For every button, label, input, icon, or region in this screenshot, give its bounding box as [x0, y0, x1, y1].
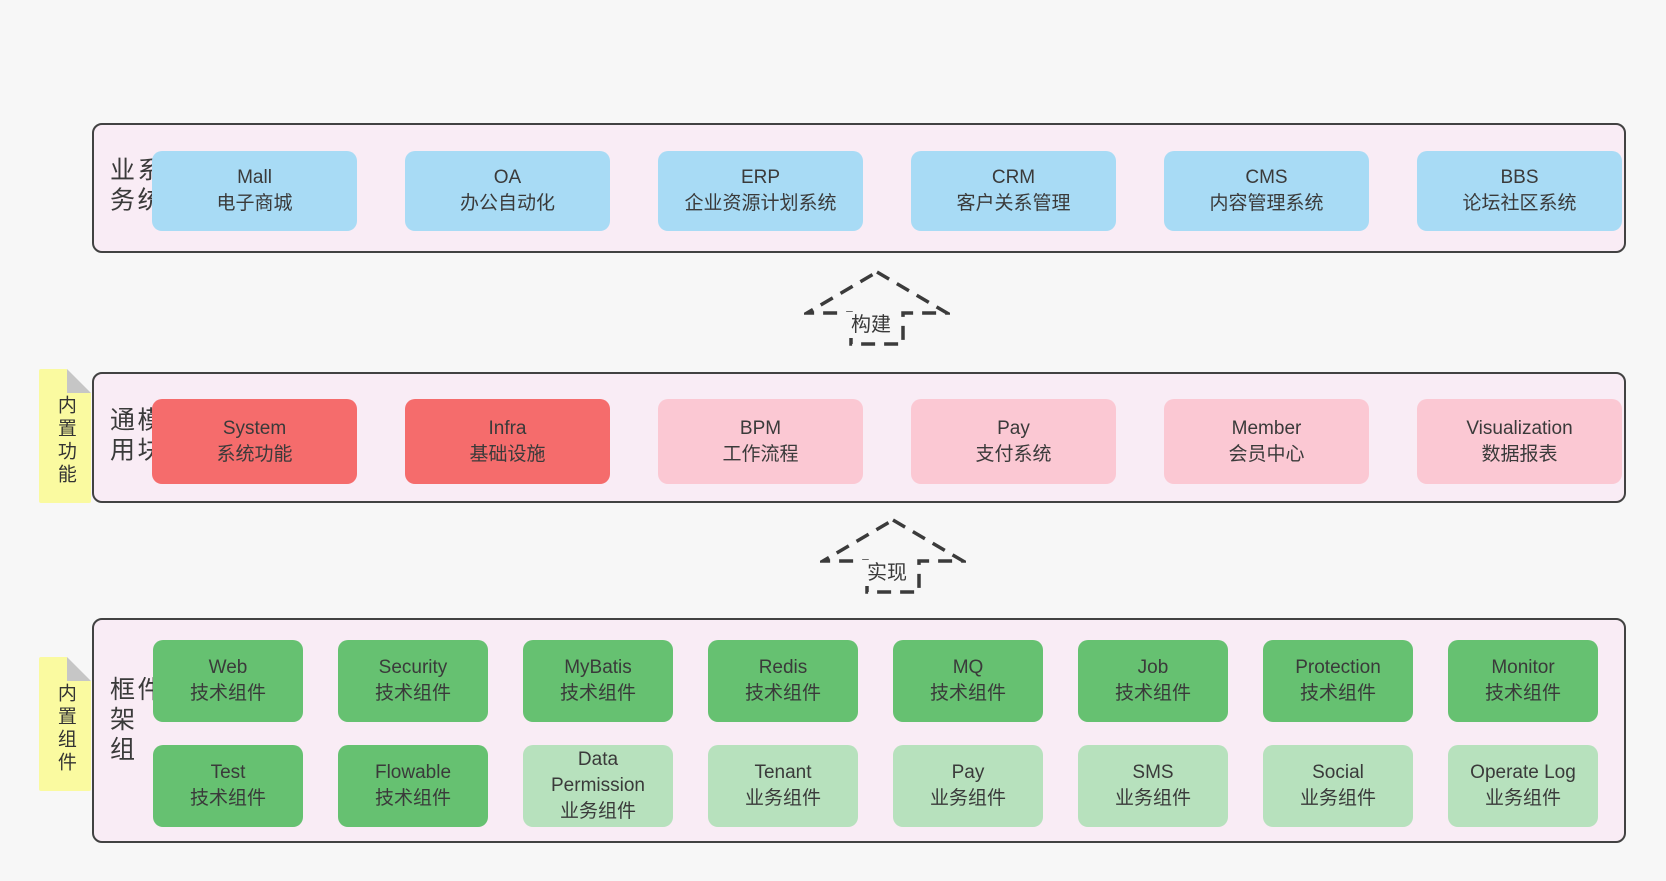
business-systems-row: Mall 电子商城 OA 办公自动化 ERP 企业资源计划系统 CRM 客户关系管理 CMS 内容… — [152, 151, 1622, 231]
module-desc: 论坛社区系统 — [1462, 193, 1577, 214]
module-box-bpm: BPM 工作流程 — [658, 399, 863, 484]
module-box-tenant: Tenant 业务组件 — [708, 745, 858, 827]
module-desc: 工作流程 — [722, 443, 799, 465]
module-name: Member — [1231, 417, 1302, 439]
module-box-crm: CRM 客户关系管理 — [911, 151, 1116, 231]
module-box-visualization: Visualization 数据报表 — [1417, 399, 1622, 484]
sticky-note-builtin-features-label: 内置功能 — [54, 395, 76, 487]
module-desc: 业务组件 — [1299, 788, 1376, 809]
module-desc: 数据报表 — [1481, 443, 1558, 465]
module-name: Operate Log — [1470, 762, 1576, 783]
module-box-cms: CMS 内容管理系统 — [1164, 151, 1369, 231]
module-name: Web — [208, 657, 248, 678]
module-name: MyBatis — [564, 657, 632, 678]
module-desc: 技术组件 — [559, 683, 636, 704]
module-name: Pay — [951, 762, 985, 783]
module-name: Job — [1137, 657, 1169, 678]
implement-arrow — [816, 517, 970, 600]
module-name: Protection — [1295, 657, 1381, 678]
module-name: Monitor — [1491, 657, 1555, 678]
module-name: BBS — [1500, 167, 1539, 188]
module-desc: 技术组件 — [189, 788, 266, 809]
module-desc: 办公自动化 — [459, 193, 555, 214]
module-box-mall: Mall 电子商城 — [152, 151, 357, 231]
module-desc: 系统功能 — [216, 443, 293, 465]
module-name: Visualization — [1466, 417, 1573, 439]
build-arrow-label: 构建 — [845, 312, 897, 338]
module-name: Mall — [237, 167, 272, 188]
module-name: Flowable — [374, 762, 452, 783]
module-box-operate-log: Operate Log 业务组件 — [1448, 745, 1598, 827]
module-name: Infra — [488, 417, 527, 439]
module-box-protection: Protection 技术组件 — [1263, 640, 1413, 722]
module-box-system: System 系统功能 — [152, 399, 357, 484]
module-desc: 技术组件 — [929, 683, 1006, 704]
implement-arrow-label: 实现 — [861, 560, 913, 586]
module-desc: 技术组件 — [374, 683, 451, 704]
module-name: Test — [210, 762, 246, 783]
module-name: OA — [493, 167, 522, 188]
module-desc: 技术组件 — [1484, 683, 1561, 704]
module-box-security: Security 技术组件 — [338, 640, 488, 722]
module-box-pay: Pay 支付系统 — [911, 399, 1116, 484]
module-box-mybatis: MyBatis 技术组件 — [523, 640, 673, 722]
sticky-note-builtin-components-label: 内置组件 — [54, 683, 76, 775]
module-desc: 技术组件 — [189, 683, 266, 704]
module-name: ERP — [740, 167, 781, 188]
module-desc: 业务组件 — [1114, 788, 1191, 809]
module-name: MQ — [952, 657, 984, 678]
module-desc: 会员中心 — [1228, 443, 1305, 465]
module-desc: 业务组件 — [559, 801, 636, 822]
module-box-redis: Redis 技术组件 — [708, 640, 858, 722]
module-name: Tenant — [754, 762, 812, 783]
module-name: System — [222, 417, 287, 439]
common-modules-row: System 系统功能 Infra 基础设施 BPM 工作流程 Pay 支付系统 Member 会… — [152, 399, 1622, 484]
module-desc: 电子商城 — [216, 193, 293, 214]
module-box-data-permission: Data Permission 业务组件 — [523, 745, 673, 827]
module-name: CRM — [991, 167, 1036, 188]
module-name: Social — [1312, 762, 1364, 783]
module-box-test: Test 技术组件 — [153, 745, 303, 827]
module-box-member: Member 会员中心 — [1164, 399, 1369, 484]
module-box-oa: OA 办公自动化 — [405, 151, 610, 231]
module-desc: 支付系统 — [975, 443, 1052, 465]
sticky-note-builtin-features: 内置功能 — [39, 369, 91, 503]
module-box-pay: Pay 业务组件 — [893, 745, 1043, 827]
build-arrow — [800, 269, 954, 352]
module-name: Data Permission — [551, 749, 645, 796]
module-name: SMS — [1132, 762, 1174, 783]
module-box-monitor: Monitor 技术组件 — [1448, 640, 1598, 722]
module-desc: 技术组件 — [1114, 683, 1191, 704]
module-desc: 技术组件 — [374, 788, 451, 809]
module-box-bbs: BBS 论坛社区系统 — [1417, 151, 1622, 231]
module-name: Pay — [997, 417, 1030, 439]
module-desc: 业务组件 — [1484, 788, 1561, 809]
module-box-sms: SMS 业务组件 — [1078, 745, 1228, 827]
module-box-job: Job 技术组件 — [1078, 640, 1228, 722]
module-name: BPM — [739, 417, 782, 439]
module-desc: 客户关系管理 — [956, 193, 1071, 214]
module-box-infra: Infra 基础设施 — [405, 399, 610, 484]
module-box-social: Social 业务组件 — [1263, 745, 1413, 827]
module-desc: 业务组件 — [744, 788, 821, 809]
module-box-erp: ERP 企业资源计划系统 — [658, 151, 863, 231]
module-desc: 技术组件 — [744, 683, 821, 704]
module-desc: 技术组件 — [1299, 683, 1376, 704]
module-box-web: Web 技术组件 — [153, 640, 303, 722]
module-name: Security — [378, 657, 448, 678]
module-name: CMS — [1245, 167, 1288, 188]
module-name: Redis — [758, 657, 808, 678]
module-desc: 企业资源计划系统 — [684, 193, 837, 214]
module-desc: 内容管理系统 — [1209, 193, 1324, 214]
module-box-mq: MQ 技术组件 — [893, 640, 1043, 722]
module-desc: 基础设施 — [469, 443, 546, 465]
module-desc: 业务组件 — [929, 788, 1006, 809]
module-box-flowable: Flowable 技术组件 — [338, 745, 488, 827]
sticky-note-builtin-components: 内置组件 — [39, 657, 91, 791]
